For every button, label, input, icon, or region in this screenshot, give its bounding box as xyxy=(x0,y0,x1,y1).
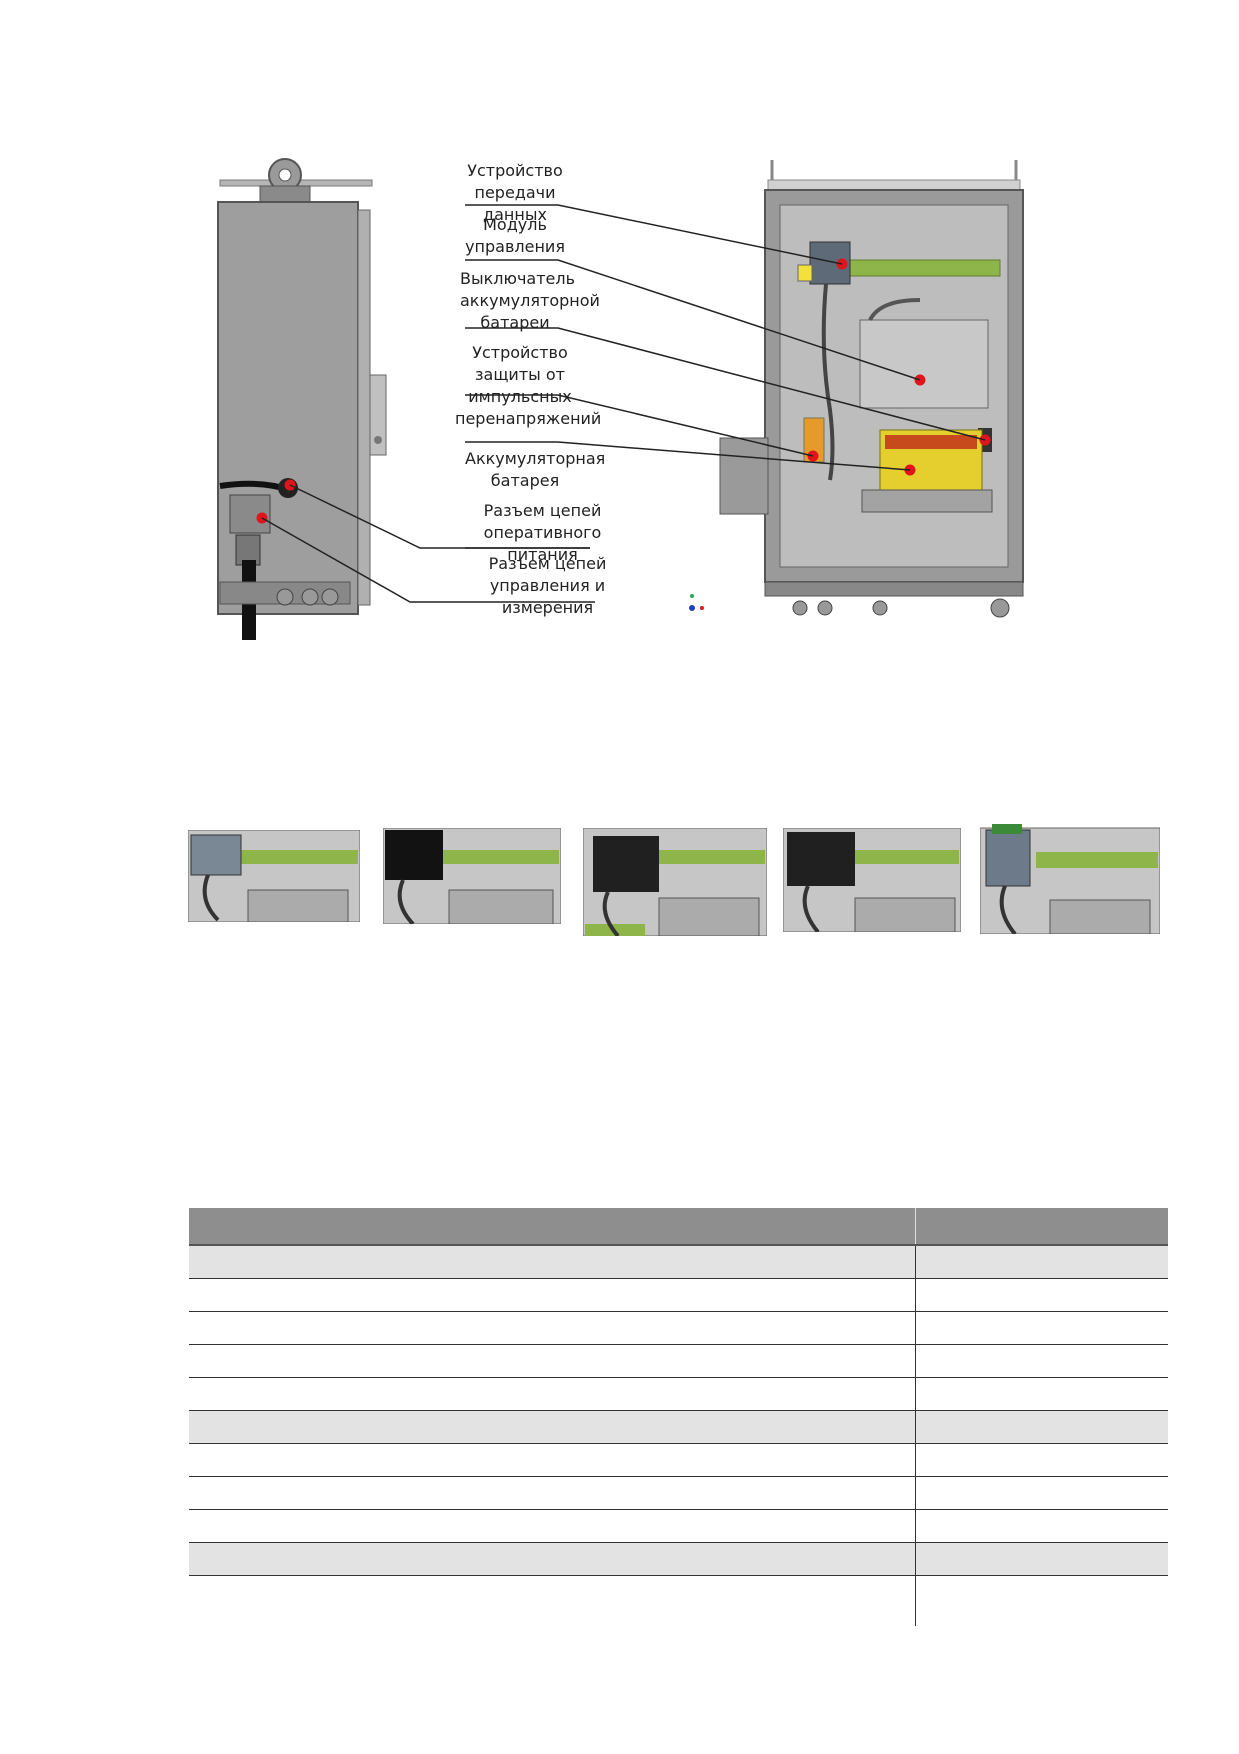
table-row xyxy=(189,1543,1168,1576)
callout-surge-protection: Устройство защиты от импульсных перенапр… xyxy=(455,343,602,428)
table-cell xyxy=(189,1378,916,1410)
table-cell xyxy=(916,1279,1168,1311)
table-row xyxy=(189,1246,1168,1279)
table-row xyxy=(189,1510,1168,1543)
table-cell xyxy=(189,1312,916,1344)
table-cell xyxy=(916,1378,1168,1410)
thumbnail-variant-1 xyxy=(188,830,360,922)
table-header-cell-1 xyxy=(189,1208,916,1244)
table-cell xyxy=(916,1444,1168,1476)
table-header-row xyxy=(189,1208,1168,1246)
table-cell xyxy=(916,1543,1168,1575)
callout-power-connector: Разъем цепей оперативного питания xyxy=(483,501,602,564)
table-row xyxy=(189,1312,1168,1345)
axis-triad-icon xyxy=(689,594,704,611)
table-cell xyxy=(916,1576,1168,1626)
table-cell xyxy=(916,1345,1168,1377)
table-cell xyxy=(189,1279,916,1311)
table-cell xyxy=(916,1411,1168,1443)
table-cell xyxy=(189,1576,916,1626)
table-cell xyxy=(189,1411,916,1443)
table-row xyxy=(189,1444,1168,1477)
table-cell xyxy=(189,1510,916,1542)
callout-control-measure-connector: Разъем цепей управления и измерения xyxy=(488,554,607,617)
thumbnail-variant-2 xyxy=(383,828,561,924)
data-table xyxy=(189,1208,1168,1626)
callout-data-transfer-device: Устройство передачи данных xyxy=(467,161,563,224)
table-cell xyxy=(916,1510,1168,1542)
table-row xyxy=(189,1378,1168,1411)
table-cell xyxy=(189,1246,916,1278)
main-figure: Устройство передачи данных Модуль управл… xyxy=(180,150,1060,640)
cabinet-side-view xyxy=(217,158,387,640)
table-cell xyxy=(189,1543,916,1575)
callout-battery: Аккумуляторная батарея xyxy=(465,449,606,490)
table-cell xyxy=(916,1312,1168,1344)
leader-lines xyxy=(261,204,986,603)
table-cell xyxy=(189,1345,916,1377)
table-header-cell-2 xyxy=(916,1208,1168,1244)
table-row xyxy=(189,1345,1168,1378)
callout-control-module: Модуль управления xyxy=(465,215,565,256)
table-cell xyxy=(189,1444,916,1476)
table-row xyxy=(189,1576,1168,1626)
cabinet-front-view xyxy=(719,160,1024,618)
thumbnail-variant-3 xyxy=(583,828,767,936)
table-row xyxy=(189,1279,1168,1312)
table-cell xyxy=(916,1477,1168,1509)
table-row xyxy=(189,1477,1168,1510)
thumbnail-variant-5 xyxy=(980,822,1160,934)
table-cell xyxy=(189,1477,916,1509)
callout-battery-switch: Выключатель аккумуляторной батареи xyxy=(460,269,600,332)
table-cell xyxy=(916,1246,1168,1278)
cabinet-diagram xyxy=(217,158,1024,640)
table-body xyxy=(189,1246,1168,1626)
table-row xyxy=(189,1411,1168,1444)
thumbnail-variant-4 xyxy=(783,828,961,932)
